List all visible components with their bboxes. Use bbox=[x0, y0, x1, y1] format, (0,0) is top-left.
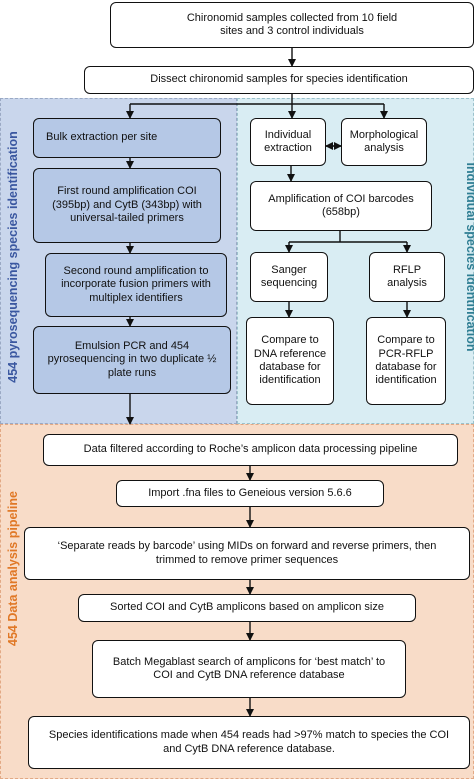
bulk-extraction-box: Bulk extraction per site bbox=[33, 118, 221, 158]
compare-pcr-rflp-box: Compare to PCR-RFLP database for identif… bbox=[366, 317, 446, 405]
data-filtered-box: Data filtered according to Roche’s ampli… bbox=[43, 434, 458, 466]
coi-barcode-amplification-box: Amplification of COI barcodes (658bp) bbox=[250, 181, 432, 231]
morphological-analysis-box: Morphological analysis bbox=[341, 118, 427, 166]
emulsion-pcr-box: Emulsion PCR and 454 pyrosequencing in t… bbox=[33, 326, 231, 394]
separate-reads-box: ‘Separate reads by barcode’ using MIDs o… bbox=[24, 527, 470, 580]
import-fna-box: Import .fna files to Geneious version 5.… bbox=[116, 480, 384, 507]
compare-dna-reference-box: Compare to DNA reference database for id… bbox=[246, 317, 334, 405]
second-round-amplification-box: Second round amplification to incorporat… bbox=[45, 253, 227, 317]
sorted-amplicons-box: Sorted COI and CytB amplicons based on a… bbox=[78, 594, 416, 622]
samples-collected-box: Chironomid samples collected from 10 fie… bbox=[110, 2, 474, 48]
batch-megablast-box: Batch Megablast search of amplicons for … bbox=[92, 640, 406, 698]
sanger-sequencing-box: Sanger sequencing bbox=[250, 252, 328, 302]
first-round-amplification-box: First round amplification COI (395bp) an… bbox=[33, 168, 221, 243]
rflp-analysis-box: RFLP analysis bbox=[369, 252, 445, 302]
species-identifications-box: Species identifications made when 454 re… bbox=[28, 716, 470, 769]
individual-extraction-box: Individual extraction bbox=[250, 118, 326, 166]
dissect-samples-box: Dissect chironomid samples for species i… bbox=[84, 66, 474, 94]
